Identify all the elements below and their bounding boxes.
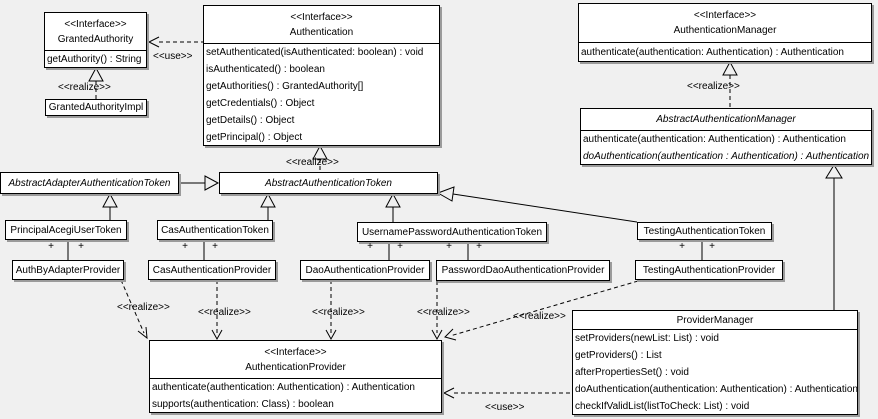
method-row: setAuthenticated(isAuthenticated: boolea… (206, 47, 424, 58)
class-name: PrincipalAcegiUserToken (10, 224, 122, 236)
class-box-principalacegiusertoken: PrincipalAcegiUserToken (5, 220, 127, 240)
use-arrow-authentication-grantedauthority (147, 36, 203, 48)
multiplicity-plus: + (446, 241, 452, 252)
multiplicity-plus: + (212, 241, 218, 252)
method-row: isAuthenticated() : boolean (206, 64, 325, 75)
class-name: UsernamePasswordAuthenticationToken (361, 226, 543, 238)
class-name: TestingAuthenticationProvider (642, 264, 776, 276)
method-row: getCredentials() : Object (206, 98, 315, 109)
class-box-casauthenticationprovider: CasAuthenticationProvider (148, 260, 276, 280)
method-row: afterPropertiesSet() : void (575, 367, 689, 378)
realize-arrow-grantedauthorityimpl-grantedauthority (88, 66, 104, 99)
class-box-usernamepasswordauthenticationtoken: UsernamePasswordAuthenticationToken (357, 222, 547, 242)
realize-arrow-abstractauthenticationtoken-authentication (312, 144, 328, 172)
realize-label: <<realize>> (513, 311, 566, 322)
realize-arrow-casprovider-authenticationprovider (211, 280, 223, 341)
realize-label: <<realize>> (286, 157, 339, 168)
class-box-abstractadapterauthenticationtoken: AbstractAdapterAuthenticationToken (0, 172, 179, 194)
realize-arrow-authbyadapterprovider-authenticationprovider (120, 279, 148, 340)
gen-arrow-usernamepasswordtoken-abstractauthenticationtoken (385, 192, 401, 222)
multiplicity-plus: + (476, 241, 482, 252)
class-name: CasAuthenticationToken (161, 224, 269, 236)
class-name: DaoAuthenticationProvider (305, 264, 425, 276)
multiplicity-plus: + (397, 241, 403, 252)
method-row: getPrincipal() : Object (206, 132, 303, 143)
use-label: <<use>> (485, 402, 525, 413)
method-row: getAuthority() : String (47, 54, 142, 65)
class-name: AuthenticationManager (673, 25, 777, 36)
class-name: GrantedAuthority (57, 33, 134, 45)
class-name: TestingAuthenticationToken (643, 225, 766, 237)
realize-label: <<realize>> (117, 302, 170, 313)
multiplicity-plus: + (679, 241, 685, 252)
class-box-testingauthenticationprovider: TestingAuthenticationProvider (635, 260, 783, 280)
realize-arrow-daoprovider-authenticationprovider (325, 280, 337, 341)
stereotype-label: <<Interface>> (693, 10, 757, 21)
gen-arrow-abstractadapter-abstractauthenticationtoken (179, 175, 220, 191)
class-box-abstractauthenticationtoken: AbstractAuthenticationToken (219, 172, 438, 194)
stereotype-label: <<Interface>> (264, 346, 327, 358)
realize-label: <<realize>> (687, 81, 740, 92)
class-box-authbyadapterprovider: AuthByAdapterProvider (12, 260, 124, 280)
multiplicity-plus: + (48, 241, 54, 252)
class-box-authenticationmanager: <<Interface>> AuthenticationManager auth… (578, 3, 872, 62)
class-box-testingauthenticationtoken: TestingAuthenticationToken (637, 222, 772, 240)
class-box-abstractauthenticationmanager: AbstractAuthenticationManager authentica… (580, 108, 872, 165)
realize-arrow-abstractauthenticationmanager-authenticationmanager (722, 60, 738, 108)
gen-arrow-casauthenticationtoken-abstractauthenticationtoken (260, 192, 276, 220)
class-box-providermanager: ProviderManager setProviders(newList: Li… (572, 310, 858, 415)
class-name: AuthByAdapterProvider (15, 264, 121, 276)
realize-label: <<realize>> (198, 307, 251, 318)
method-row: checkIfValidList(listToCheck: List) : vo… (575, 401, 750, 412)
use-arrow-providermanager-authenticationprovider (442, 387, 572, 399)
method-row: authenticate(authentication: Authenticat… (152, 382, 415, 393)
gen-arrow-principalacegiusertoken-abstractadapter (102, 192, 118, 220)
class-box-casauthenticationtoken: CasAuthenticationToken (157, 220, 273, 240)
class-box-authenticationprovider: <<Interface>> AuthenticationProvider aut… (149, 340, 442, 413)
gen-arrow-providermanager-abstractauthenticationmanager (825, 164, 843, 310)
class-name: PasswordDaoAuthenticationProvider (441, 265, 605, 276)
class-box-grantedauthority: <<Interface>> GrantedAuthority getAuthor… (44, 12, 147, 68)
realize-label: <<realize>> (312, 307, 365, 318)
realize-label: <<realize>> (58, 82, 111, 93)
class-name: AuthenticationProvider (245, 361, 346, 373)
method-row: supports(authentication: Class) : boolea… (152, 399, 334, 410)
class-name: AbstractAuthenticationToken (265, 177, 392, 189)
method-row: getAuthorities() : GrantedAuthority[] (206, 81, 364, 92)
realize-arrow-testingprovider-authenticationprovider (444, 280, 639, 341)
multiplicity-plus: + (78, 241, 84, 252)
realize-label: <<realize>> (417, 307, 470, 318)
class-name: GrantedAuthorityImpl (48, 102, 144, 113)
method-row: authenticate(authentication: Authenticat… (581, 47, 844, 58)
class-name: ProviderManager (676, 314, 754, 326)
gen-arrow-testingtoken-abstractauthenticationtoken (436, 186, 638, 223)
method-row: getDetails() : Object (206, 115, 295, 126)
stereotype-label: <<Interface>> (290, 11, 353, 23)
method-row: authenticate(authentication: Authenticat… (583, 134, 846, 145)
use-label: <<use>> (153, 51, 193, 62)
multiplicity-plus: + (182, 241, 188, 252)
stereotype-label: <<Interface>> (64, 18, 127, 30)
method-row: doAuthentication(authentication: Authent… (575, 384, 858, 395)
class-name: CasAuthenticationProvider (152, 264, 272, 276)
class-box-passworddaoauthenticationprovider: PasswordDaoAuthenticationProvider (436, 260, 610, 281)
class-name: AbstractAuthenticationManager (656, 114, 796, 125)
multiplicity-plus: + (709, 241, 715, 252)
method-row: setProviders(newList: List) : void (575, 333, 719, 344)
class-box-daoauthenticationprovider: DaoAuthenticationProvider (300, 260, 430, 280)
multiplicity-plus: + (367, 241, 373, 252)
method-row: getProviders() : List (575, 350, 662, 361)
class-box-grantedauthorityimpl: GrantedAuthorityImpl (45, 99, 147, 116)
class-name: Authentication (289, 26, 354, 38)
class-box-authentication: <<Interface>> Authentication setAuthenti… (203, 5, 440, 146)
method-row: doAuthentication(authentication : Authen… (583, 151, 870, 162)
class-name: AbstractAdapterAuthenticationToken (8, 177, 171, 189)
realize-arrow-passworddaoprovider-authenticationprovider (431, 281, 443, 341)
